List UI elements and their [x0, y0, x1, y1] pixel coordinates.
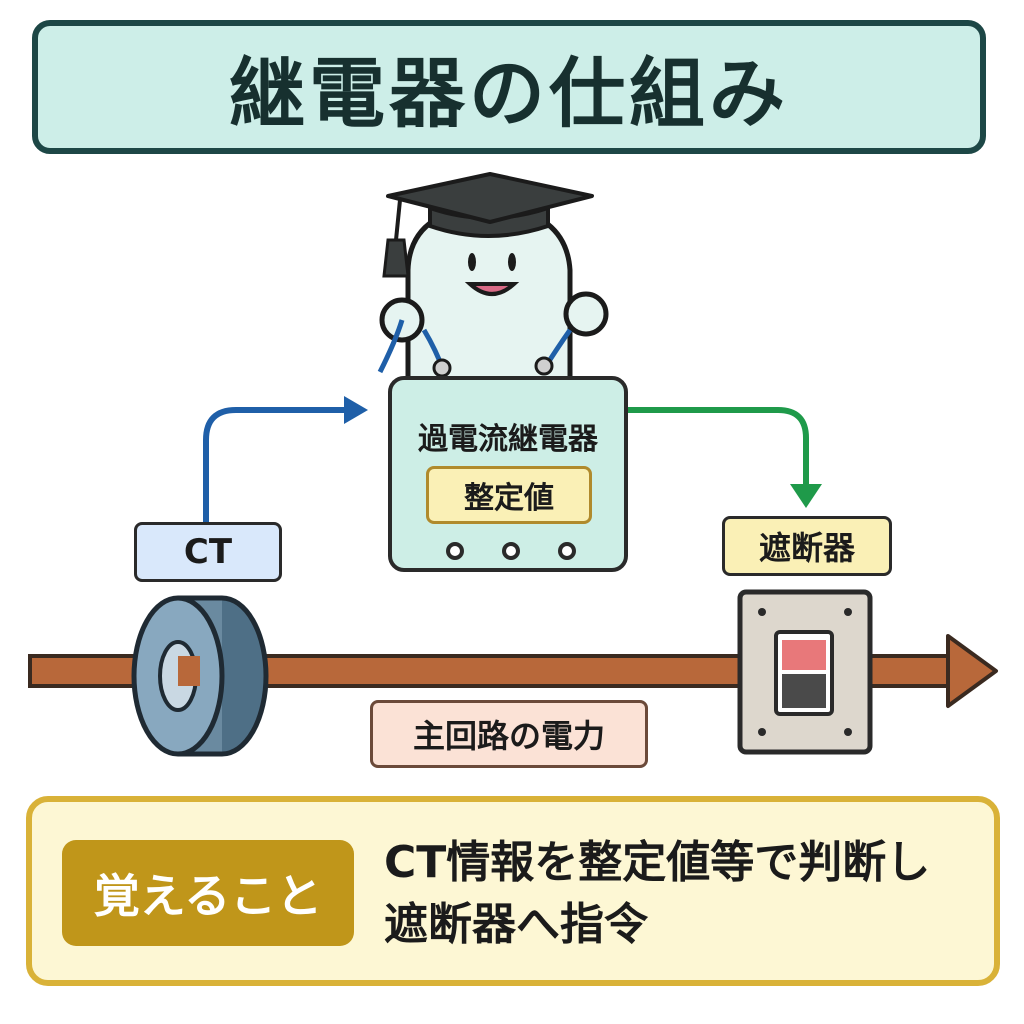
breaker-label: 遮断器 [722, 516, 892, 576]
title-banner: 継電器の仕組み [32, 20, 986, 154]
relay-indicator-dot [502, 542, 520, 560]
relay-to-breaker-arrow [628, 407, 822, 508]
setting-value-label: 整定値 [426, 466, 592, 524]
ct-label: CT [134, 522, 282, 582]
graduation-cap-icon [382, 172, 594, 278]
memo-text: CT情報を整定値等で判断し 遮断器へ指令 [384, 832, 984, 956]
main-circuit-label: 主回路の電力 [370, 700, 648, 768]
page-title: 継電器の仕組み [229, 49, 789, 138]
memo-panel: 覚えること CT情報を整定値等で判断し 遮断器へ指令 [26, 796, 1000, 986]
ct-to-relay-arrow [203, 396, 368, 522]
mascot-character-icon [377, 203, 609, 383]
relay-title: 過電流継電器 [418, 422, 598, 457]
overcurrent-relay: 過電流継電器 整定値 [388, 376, 628, 572]
memo-line-1: CT情報を整定値等で判断し [384, 837, 931, 888]
breaker-switch-icon [737, 589, 873, 755]
memo-line-2: 遮断器へ指令 [384, 899, 648, 950]
relay-indicator-dot [446, 542, 464, 560]
memo-tag: 覚えること [62, 840, 354, 946]
ct-coil-icon [131, 595, 269, 757]
relay-indicator-dot [558, 542, 576, 560]
